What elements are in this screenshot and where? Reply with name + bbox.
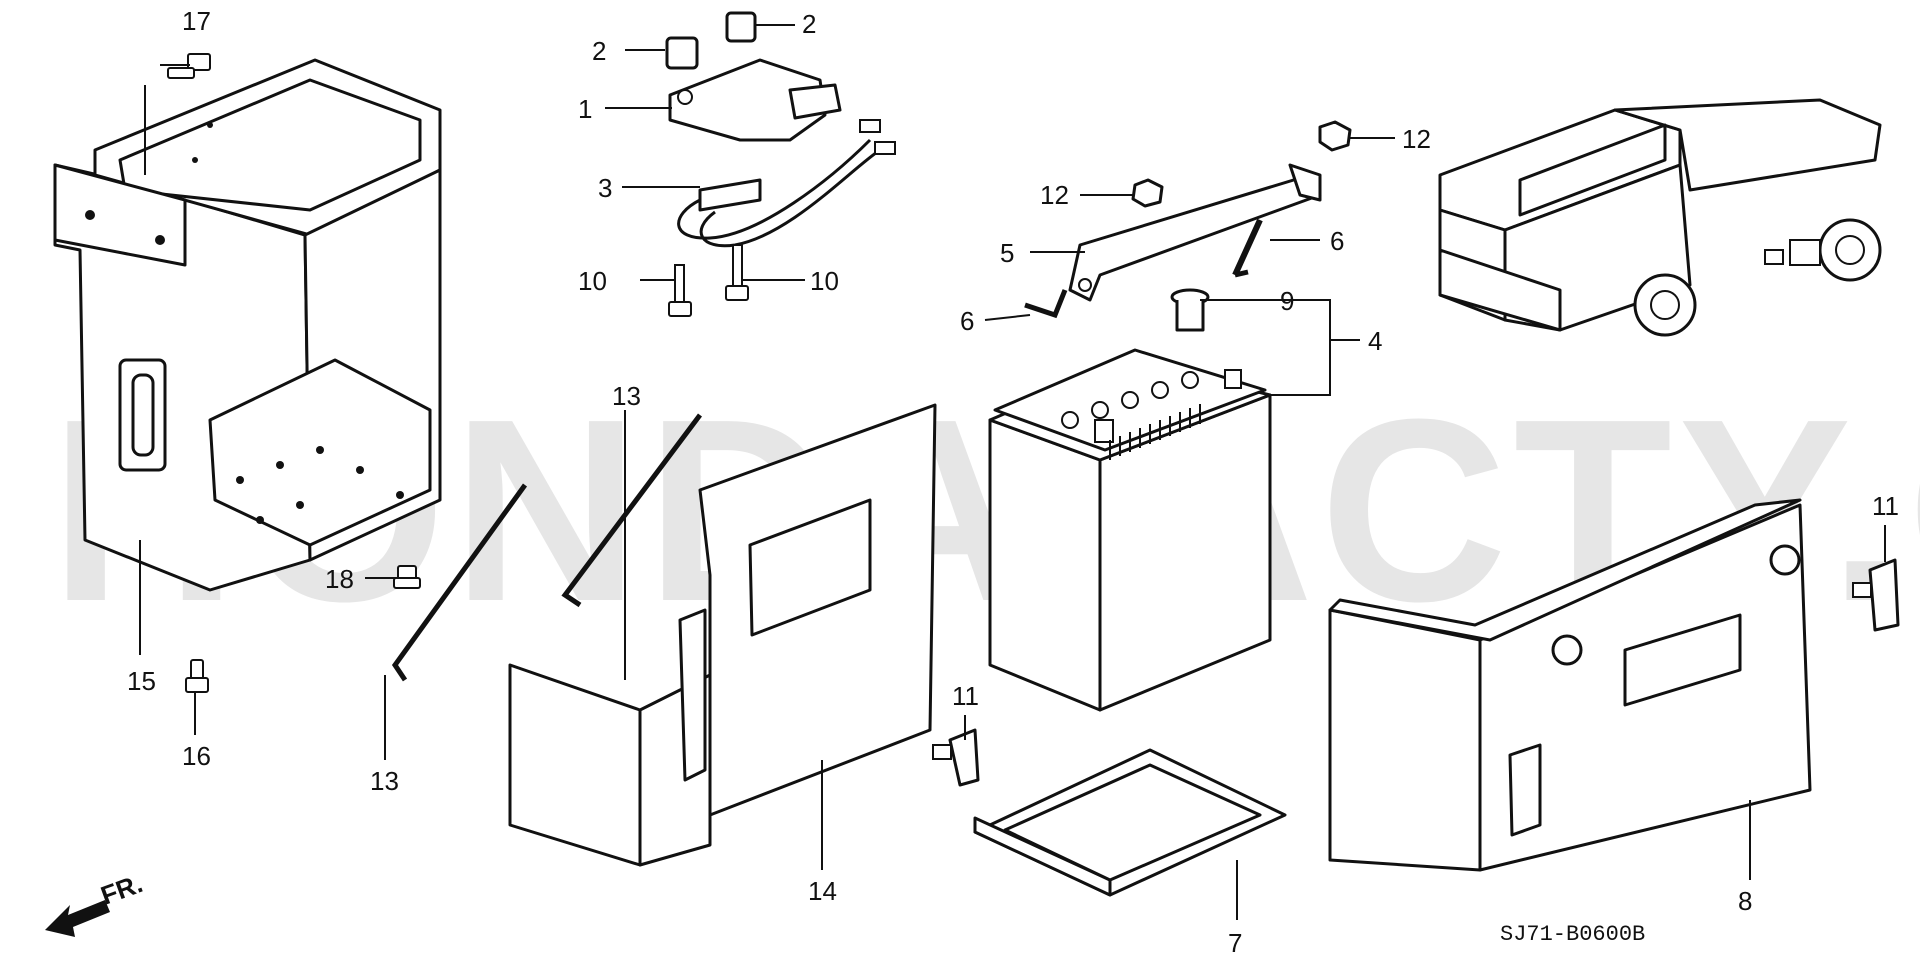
callout-18: 18 (325, 564, 354, 594)
battery-tray-part-7 (973, 748, 1287, 897)
callout-15: 15 (127, 666, 156, 696)
callout-17: 17 (182, 6, 211, 36)
truck-illustration (1438, 98, 1882, 337)
bolt-part-10a (668, 264, 692, 317)
front-direction-indicator: FR. (45, 868, 146, 937)
bolt-part-17 (167, 53, 211, 79)
callout-6a: 6 (960, 306, 974, 336)
nut-part-12b (1318, 120, 1352, 152)
callout-2b: 2 (802, 9, 816, 39)
spacer-part-2a (665, 36, 699, 70)
clip-part-11b (1852, 558, 1900, 632)
rod-part-13b (391, 483, 528, 682)
battery-part-4 (988, 348, 1272, 712)
callout-11b: 11 (1872, 491, 1899, 521)
hook-bolt-part-6b (1232, 218, 1263, 278)
rod-part-13a (561, 413, 702, 608)
callout-9: 9 (1280, 286, 1294, 316)
front-label: FR. (97, 868, 147, 911)
callout-1: 1 (578, 94, 592, 124)
nut-part-12a (1131, 178, 1164, 208)
callout-13b: 13 (370, 766, 399, 796)
clip-part-11a (932, 728, 980, 787)
harness-part-3 (677, 119, 896, 248)
callout-8: 8 (1738, 886, 1752, 916)
callout-10a: 10 (578, 266, 607, 296)
callout-6b: 6 (1330, 226, 1344, 256)
front-arrow-icon (45, 900, 110, 937)
callout-7: 7 (1228, 928, 1242, 958)
callout-14: 14 (808, 876, 837, 906)
callout-12a: 12 (1040, 180, 1069, 210)
battery-holder-part-5 (1068, 163, 1322, 302)
callout-12b: 12 (1402, 124, 1431, 154)
hook-bolt-part-6a (1024, 289, 1068, 319)
bolt-part-16 (185, 659, 209, 693)
bolt-part-18 (393, 565, 421, 589)
callout-16: 16 (182, 741, 211, 771)
callout-labels: 17 2 2 1 3 10 10 12 12 5 6 6 9 4 13 13 1… (127, 6, 1899, 958)
callout-10b: 10 (810, 266, 839, 296)
battery-cover-part-14 (508, 403, 937, 867)
leader-lines (139, 24, 1886, 920)
callout-2a: 2 (592, 36, 606, 66)
spacer-part-2b (725, 11, 757, 43)
callout-11a: 11 (952, 681, 979, 711)
battery-cover-part-8 (1328, 498, 1812, 872)
callout-5: 5 (1000, 238, 1014, 268)
bolt-part-10b (725, 244, 749, 301)
vent-cap-part-9 (1170, 288, 1210, 332)
callout-13a: 13 (612, 381, 641, 411)
callout-4: 4 (1368, 326, 1382, 356)
diagram-code: SJ71-B0600B (1500, 922, 1645, 947)
battery-box-part-15 (53, 58, 442, 592)
callout-3: 3 (598, 173, 612, 203)
ignition-coil-part-1 (668, 58, 842, 142)
